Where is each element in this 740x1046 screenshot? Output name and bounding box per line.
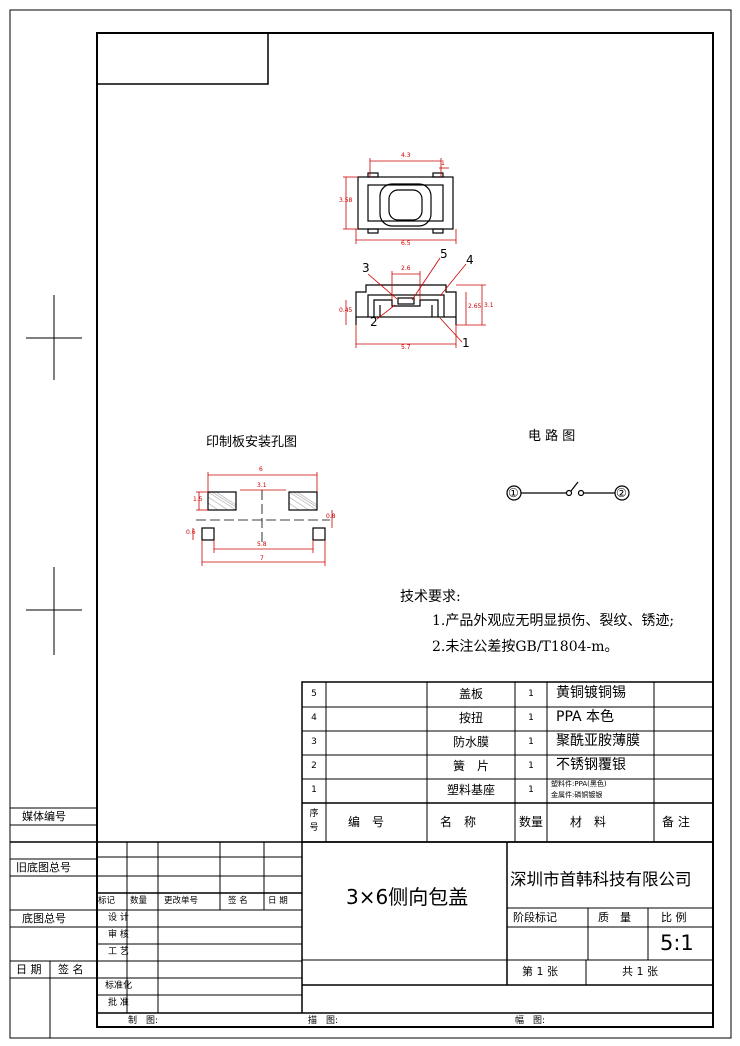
company-name: 深圳市首韩科技有限公司 [510,870,692,889]
dim-pcb-top: 6 [259,466,263,473]
rev-header-change-no: 更改单号 [164,896,199,906]
inner-frame [96,32,714,1028]
bom-header-seq-1: 序 [309,809,319,819]
bom-header-note: 备 注 [662,815,690,829]
rev-header-sign: 签 名 [228,896,248,906]
dim-pcb-inner: 3.1 [257,482,267,489]
scale-value: 5:1 [660,931,694,955]
bom-table-grid [301,681,714,843]
bom-material-line1: 塑料件:PPA(黑色) [551,780,607,788]
dim-top-view-bottom: 6.5 [401,240,411,247]
bom-material: 黄铜镀铜锡 [556,685,626,701]
dim-pcb-small: 0.6 [186,529,196,536]
dim-pcb-left: 1.5 [193,496,203,503]
dim-pcb-bottom: 7 [260,555,264,562]
bom-name: 盖板 [458,687,483,701]
dim-pcb-pad-gap: 0.8 [326,513,336,520]
bom-header-code: 编 号 [348,815,385,829]
role-approve: 批 准 [108,998,129,1008]
bom-qty: 1 [528,761,534,771]
rev-header-qty: 数量 [130,896,148,906]
role-design: 设 计 [108,913,129,923]
circuit-pin-2: ② [616,486,627,500]
media-no-label: 媒体编号 [22,810,66,823]
dim-side-view-right-b: 3.1 [484,302,494,309]
bom-header-material: 材 料 [570,815,607,829]
bom-material: 聚酰亚胺薄膜 [556,733,640,749]
tech-req-item-2: 2.未注公差按GB/T1804-m。 [432,639,619,655]
bom-seq: 5 [311,689,317,699]
top-view-dims [343,158,457,244]
dim-top-view-tab: 1 [441,160,445,167]
circuit-title: 电 路 图 [528,429,576,444]
bom-seq: 4 [311,713,317,723]
sign-label: 签 名 [58,963,84,976]
pcb-title: 印制板安装孔图 [206,435,298,450]
dim-top-view-top: 4.3 [401,152,411,159]
scale-label: 比 例 [661,911,687,924]
bom-name: 簧 片 [452,759,489,773]
dim-top-view-left: 3.58 [339,197,353,204]
dim-side-view-right-a: 2.65 [468,303,482,310]
rev-header-date: 日 期 [268,896,288,906]
role-review: 审 核 [108,930,129,940]
bom-material: PPA 本色 [556,709,615,725]
date-label: 日 期 [16,963,42,976]
bom-seq: 2 [311,761,317,771]
top-view [357,172,454,234]
bom-material: 不锈钢覆银 [556,757,626,773]
bom-qty: 1 [528,713,534,723]
mass-label: 质 量 [598,911,631,924]
bom-name: 塑料基座 [446,783,495,797]
dim-side-view-top: 2.6 [401,265,411,272]
bom-qty: 1 [528,785,534,795]
title-block-grid [10,807,713,1038]
tech-req-item-1: 1.产品外观应无明显损伤、裂纹、锈迹; [432,613,675,629]
label-format: 幅 图: [515,1016,546,1026]
callout-1: 1 [462,336,470,350]
dim-pcb-inner-bottom: 5.8 [257,541,267,548]
circuit-diagram [506,481,630,501]
sheet-number: 第 1 张 [522,965,558,978]
bom-qty: 1 [528,689,534,699]
total-sheets: 共 1 张 [622,965,658,978]
role-process: 工 艺 [108,947,129,957]
bom-name: 防水膜 [452,735,489,749]
side-view [355,284,457,325]
callout-4: 4 [466,253,474,267]
base-no-label: 底图总号 [22,912,66,925]
part-name: 3×6侧向包盖 [346,885,469,909]
role-standard: 标准化 [105,981,133,991]
stage-label: 阶段标记 [513,911,557,924]
bom-header-name: 名 称 [440,815,477,829]
bom-header-seq-2: 号 [309,823,319,833]
rev-header-mark: 标记 [98,896,116,906]
pcb-hole-view [192,472,333,566]
outer-frame [9,9,732,1039]
old-base-no-label: 旧底图总号 [16,861,71,874]
callout-2: 2 [370,315,378,329]
bom-header-qty: 数量 [518,815,543,829]
bom-name: 按扭 [458,711,483,725]
circuit-pin-1: ① [508,486,519,500]
callout-3: 3 [362,261,370,275]
bom-qty: 1 [528,737,534,747]
dim-side-view-bottom: 5.7 [401,344,411,351]
bom-seq: 1 [311,785,317,795]
bom-material-line2: 金属件:磷铜镀银 [551,791,603,799]
tech-req-heading: 技术要求: [400,589,461,605]
label-drawn: 制 图: [128,1016,159,1026]
callout-5: 5 [440,247,448,261]
bom-seq: 3 [311,737,317,747]
side-view-dims [345,257,486,348]
label-traced: 描 图: [308,1016,339,1026]
dim-side-view-left: 0.45 [339,307,353,314]
